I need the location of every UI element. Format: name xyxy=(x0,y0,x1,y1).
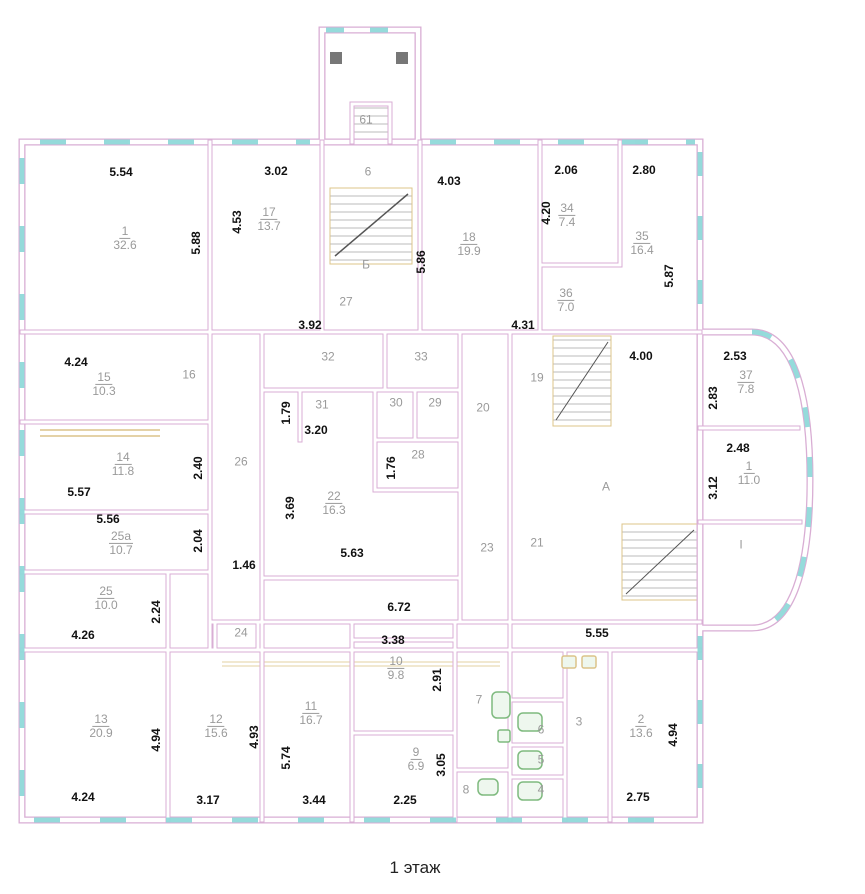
bathroom-fixtures xyxy=(477,655,597,801)
window-hatches xyxy=(19,27,813,823)
tower-detail-squares xyxy=(330,52,408,64)
floor-title: 1 этаж xyxy=(389,858,441,877)
interior-walls xyxy=(19,101,803,823)
stair-hatch xyxy=(329,103,699,601)
